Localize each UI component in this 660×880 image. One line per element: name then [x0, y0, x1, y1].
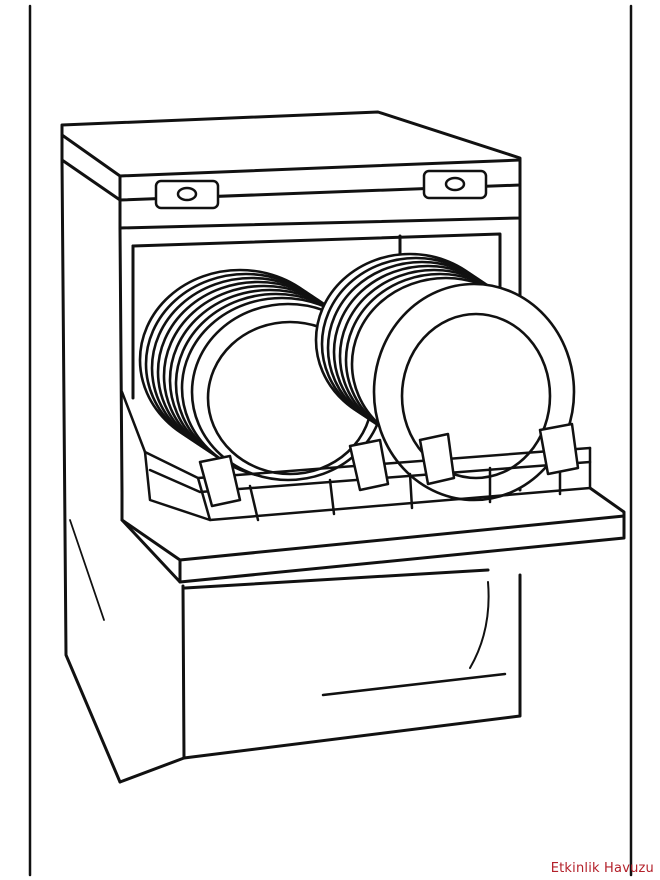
watermark-text: Etkinlik Havuzu: [550, 861, 654, 876]
dish-rack: [120, 390, 592, 522]
control-knob-left: [154, 179, 220, 210]
control-knob-right: [422, 169, 488, 200]
open-door: [120, 486, 626, 590]
page-frame: [28, 4, 633, 877]
plate-stack-left: [138, 268, 386, 482]
dishwasher-body: [60, 110, 522, 784]
